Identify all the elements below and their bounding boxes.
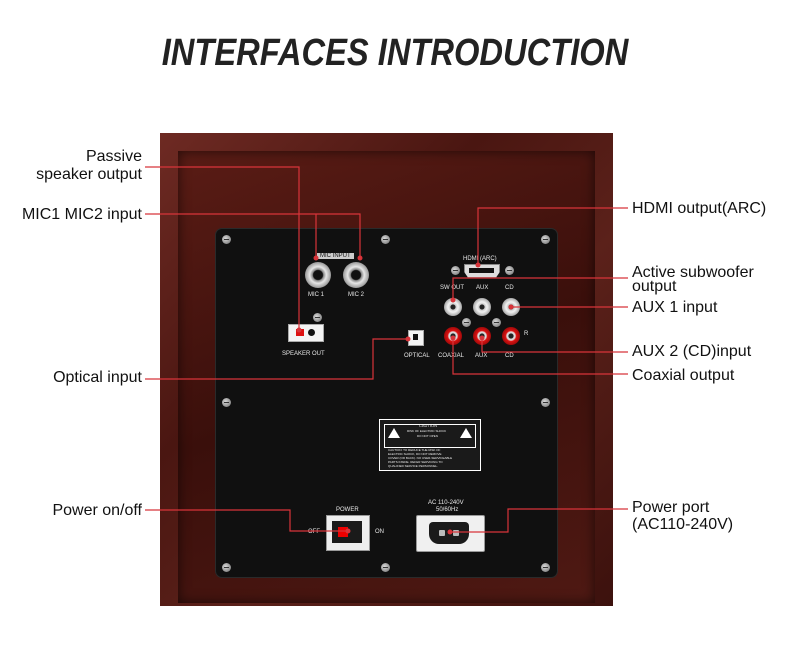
callout-dot [475, 262, 481, 268]
cd-label: CD [505, 285, 514, 291]
mic-callout-line [145, 213, 361, 258]
optical-label: OPTICAL [404, 353, 430, 359]
on-label: ON [375, 529, 384, 535]
subwoofer-callout-line1: Active subwoofer [632, 264, 754, 281]
optical-port-core [413, 334, 418, 340]
caution-sub1: RISK OF ELECTRIC SHOCK [407, 429, 447, 433]
mic1-label: MIC 1 [308, 292, 325, 298]
caution-text2: ELECTRIC SHOCK, DO NOT REMOVE [388, 452, 442, 456]
ac-frequency-label: 50/60Hz [436, 507, 459, 513]
power-port-callout-line2: (AC110-240V) [632, 516, 734, 533]
sw-out-jack[interactable] [444, 298, 462, 316]
aux-bottom-label: AUX [475, 353, 488, 359]
screw-icon [222, 563, 231, 572]
callout-dot [345, 528, 351, 534]
coaxial-label: COAXIAL [438, 353, 465, 359]
screw-icon [222, 398, 231, 407]
subwoofer-callout-line2: output [632, 278, 677, 295]
passive-callout-line [145, 166, 300, 330]
screw-icon [541, 235, 550, 244]
speaker-terminal-red [296, 329, 304, 336]
screw-icon [492, 318, 501, 327]
callout-dot [296, 327, 302, 333]
caution-text3: COVER (OR BACK). NO USER-SERVICEABLE [388, 456, 453, 460]
passive-callout-line1: Passive [85, 148, 142, 165]
coaxial-callout: Coaxial output [632, 367, 735, 384]
caution-sub2: DO NOT OPEN [417, 434, 438, 438]
warning-triangle-icon [460, 428, 472, 438]
aux-left-jack[interactable] [473, 298, 491, 316]
caution-text4: PARTS INSIDE. REFER SERVICING TO [388, 460, 443, 464]
aux1-callout: AUX 1 input [632, 299, 718, 316]
callout-dot [450, 297, 456, 303]
power-port-callout-line [450, 508, 628, 533]
caution-label: CAUTION RISK OF ELECTRIC SHOCK DO NOT OP… [379, 419, 481, 471]
screw-icon [462, 318, 471, 327]
aux-label: AUX [476, 285, 489, 291]
optical-callout-line [145, 338, 408, 380]
ac-voltage-label: AC 110-240V [428, 500, 464, 506]
caution-text1: CAUTION: TO REDUCE THE RISK OF [388, 448, 441, 452]
screw-icon [541, 563, 550, 572]
callout-dot [479, 335, 485, 341]
callout-dot [405, 336, 411, 342]
power-switch-callout: Power on/off [52, 502, 142, 519]
caution-text5: QUALIFIED SERVICE PERSONNEL. [388, 464, 438, 468]
cd-bottom-label: CD [505, 353, 514, 359]
power-label: POWER [336, 507, 359, 513]
mic-callout: MIC1 MIC2 input [21, 206, 142, 223]
callout-dot [508, 304, 514, 310]
caution-title: CAUTION [419, 423, 437, 428]
speaker-out-label: SPEAKER OUT [282, 351, 325, 357]
cd-right-jack[interactable] [502, 327, 520, 345]
caution-header-box [384, 424, 476, 448]
aux2-callout-line [481, 338, 628, 353]
callout-dot [450, 335, 456, 341]
power-rocker [338, 527, 348, 537]
callout-dot [313, 255, 319, 261]
callout-dot [357, 255, 363, 261]
ac-pin [453, 530, 459, 536]
power-switch-callout-line [145, 509, 348, 532]
passive-callout-line2: speaker output [36, 166, 142, 183]
mic1-jack[interactable] [305, 262, 331, 288]
screw-icon [505, 266, 514, 275]
sw-out-label: SW OUT [440, 285, 464, 291]
ac-pin [439, 530, 445, 536]
off-label: OFF [308, 529, 320, 535]
aux2-callout: AUX 2 (CD)input [632, 343, 752, 360]
screw-icon [222, 235, 231, 244]
mic-input-label: MIC INPUT [317, 253, 354, 259]
power-port-callout-line1: Power port [632, 499, 710, 516]
callout-dot [447, 529, 453, 535]
rear-panel-plate [216, 229, 557, 577]
screw-icon [313, 313, 322, 322]
coaxial-callout-line [452, 338, 628, 375]
r-channel-label: R [524, 331, 529, 337]
hdmi-callout-line [477, 207, 628, 265]
warning-triangle-icon [388, 428, 400, 438]
subwoofer-callout-line [452, 277, 628, 300]
page-title: INTERFACES INTRODUCTION [161, 32, 629, 74]
mic2-jack[interactable] [343, 262, 369, 288]
screw-icon [541, 398, 550, 407]
screw-icon [381, 235, 390, 244]
speaker-terminal-black [308, 329, 315, 336]
hdmi-label: HDMI (ARC) [463, 256, 497, 262]
mic2-label: MIC 2 [348, 292, 365, 298]
hdmi-port-slot [469, 268, 494, 273]
optical-callout: Optical input [53, 369, 142, 386]
hdmi-callout: HDMI output(ARC) [632, 200, 767, 217]
screw-icon [381, 563, 390, 572]
screw-icon [451, 266, 460, 275]
